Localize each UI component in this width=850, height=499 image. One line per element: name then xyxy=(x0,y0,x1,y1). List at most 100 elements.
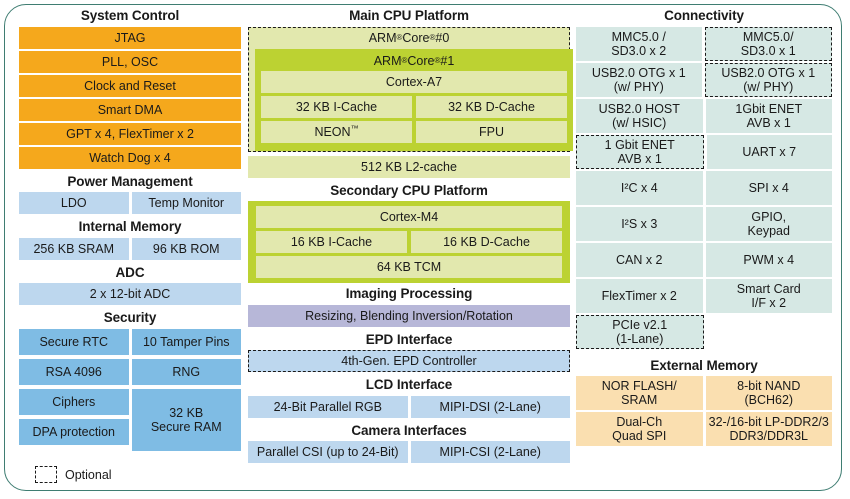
block-secure-rtc: Secure RTC xyxy=(19,328,129,355)
block-mmc5-0-sd3-0-x-2: MMC5.0 /SD3.0 x 2 xyxy=(576,26,702,61)
block-smart-dma: Smart DMA xyxy=(19,98,241,121)
block-gpio-keypad: GPIO,Keypad xyxy=(705,206,832,241)
arm-core-1-label: ARM® Core® #1 xyxy=(373,54,455,68)
block-rng: RNG xyxy=(131,358,241,385)
secondary-cache-row: 16 KB I-Cache 16 KB D-Cache xyxy=(256,231,562,253)
block-parallel-csi: Parallel CSI (up to 24-Bit) xyxy=(248,441,408,463)
power-management-title: Power Management xyxy=(67,173,193,189)
block-parallel-rgb: 24-Bit Parallel RGB xyxy=(248,395,408,418)
external-memory-title: External Memory xyxy=(650,357,758,373)
connectivity-row: USB2.0 OTG x 1(w/ PHY)USB2.0 OTG x 1(w/ … xyxy=(576,62,832,97)
block-rsa-4096: RSA 4096 xyxy=(19,358,129,385)
connectivity-title: Connectivity xyxy=(664,8,744,23)
arm-core-0-box: ARM® Core® #0 ARM® Core® #1 Cortex-A7 32… xyxy=(248,26,573,152)
block-a7-dcache: 32 KB D-Cache xyxy=(416,95,567,118)
epd-title: EPD Interface xyxy=(365,331,453,347)
block-pcie-v2-1-1-lane: PCIe v2.1(1-Lane) xyxy=(576,314,704,349)
main-neon-fpu-row: NEON™ FPU xyxy=(261,120,567,143)
internal-memory-title: Internal Memory xyxy=(78,219,182,234)
security-grid: Secure RTC RSA 4096 Ciphers DPA protecti… xyxy=(19,328,241,453)
block-adc: 2 x 12-bit ADC xyxy=(19,283,241,305)
block-watch-dog: Watch Dog x 4 xyxy=(19,146,241,169)
block-l2-cache: 512 KB L2-cache xyxy=(248,155,570,178)
main-cpu-title: Main CPU Platform xyxy=(349,8,469,23)
block-mipi-csi: MIPI-CSI (2-Lane) xyxy=(410,441,570,463)
block-dpa-protection: DPA protection xyxy=(19,418,129,445)
block-pll-osc: PLL, OSC xyxy=(19,50,241,73)
arm-core-1-box: ARM® Core® #1 Cortex-A7 32 KB I-Cache 32… xyxy=(255,48,573,151)
legend: Optional xyxy=(35,466,112,483)
block-spi-x-4: SPI x 4 xyxy=(705,170,832,205)
block-mmc5-0-sd3-0-x-1: MMC5.0/SD3.0 x 1 xyxy=(704,26,832,61)
block-epd-controller: 4th-Gen. EPD Controller xyxy=(248,350,570,372)
block-usb2-0-otg-x-1-w-phy: USB2.0 OTG x 1(w/ PHY) xyxy=(704,62,832,97)
block-neon-label: NEON™ xyxy=(314,123,359,139)
security-left-column: Secure RTC RSA 4096 Ciphers DPA protecti… xyxy=(19,328,129,453)
block-neon: NEON™ xyxy=(261,120,412,143)
block-usb2-0-host-w-hsic: USB2.0 HOST(w/ HSIC) xyxy=(576,98,703,133)
block-cortex-m4: Cortex-M4 xyxy=(256,206,562,228)
block-clock-and-reset: Clock and Reset xyxy=(19,74,241,97)
security-title: Security xyxy=(103,310,157,325)
connectivity-row: PCIe v2.1(1-Lane) xyxy=(576,314,833,349)
secondary-cpu-box: Cortex-M4 16 KB I-Cache 16 KB D-Cache 64… xyxy=(248,201,570,283)
system-control-title: System Control xyxy=(80,8,180,23)
block-uart-x-7: UART x 7 xyxy=(706,134,832,169)
block-rom: 96 KB ROM xyxy=(131,237,241,260)
block-i-s-x-3: I²S x 3 xyxy=(576,206,703,241)
lcd-row: 24-Bit Parallel RGB MIPI-DSI (2-Lane) xyxy=(248,395,570,418)
internal-memory-row: 256 KB SRAM 96 KB ROM xyxy=(19,237,241,260)
secondary-cpu-title: Secondary CPU Platform xyxy=(330,182,488,198)
block-can-x-2: CAN x 2 xyxy=(576,242,703,277)
block-jtag: JTAG xyxy=(19,26,241,49)
block-ciphers: Ciphers xyxy=(19,388,129,415)
adc-title: ADC xyxy=(115,264,145,280)
arm-core-0-label: ARM® Core® #0 xyxy=(368,31,450,45)
power-management-row: LDO Temp Monitor xyxy=(19,192,241,214)
block-sram: 256 KB SRAM xyxy=(19,237,129,260)
block-imaging: Resizing, Blending Inversion/Rotation xyxy=(248,304,570,327)
block-gpt-flextimer: GPT x 4, FlexTimer x 2 xyxy=(19,122,241,145)
block-ldo: LDO xyxy=(19,192,129,214)
block-temp-monitor: Temp Monitor xyxy=(131,192,241,214)
camera-title: Camera Interfaces xyxy=(351,422,467,438)
block-mipi-dsi: MIPI-DSI (2-Lane) xyxy=(410,395,570,418)
block-cortex-a7: Cortex-A7 xyxy=(261,70,567,93)
lcd-title: LCD Interface xyxy=(365,377,453,392)
camera-row: Parallel CSI (up to 24-Bit) MIPI-CSI (2-… xyxy=(248,441,570,463)
legend-label: Optional xyxy=(65,467,112,482)
block-tcm: 64 KB TCM xyxy=(256,256,562,278)
block-m4-dcache: 16 KB D-Cache xyxy=(411,231,562,253)
block-i-c-x-4: I²C x 4 xyxy=(576,170,703,205)
imaging-title: Imaging Processing xyxy=(345,286,473,301)
optional-swatch-icon xyxy=(35,466,57,483)
chip-block-diagram: System Control JTAG PLL, OSC Clock and R… xyxy=(4,4,842,491)
block-empty xyxy=(707,315,833,349)
left-column: System Control JTAG PLL, OSC Clock and R… xyxy=(19,5,241,453)
block-flextimer-x-2: FlexTimer x 2 xyxy=(576,278,703,313)
block-fpu: FPU xyxy=(416,120,567,143)
block-usb2-0-otg-x-1-w-phy: USB2.0 OTG x 1(w/ PHY) xyxy=(576,62,702,97)
block-m4-icache: 16 KB I-Cache xyxy=(256,231,407,253)
block-8-bit-nand-bch62: 8-bit NAND(BCH62) xyxy=(705,376,832,410)
middle-column: Main CPU Platform ARM® Core® #0 ARM® Cor… xyxy=(248,5,573,465)
main-cache-row: 32 KB I-Cache 32 KB D-Cache xyxy=(261,95,567,118)
